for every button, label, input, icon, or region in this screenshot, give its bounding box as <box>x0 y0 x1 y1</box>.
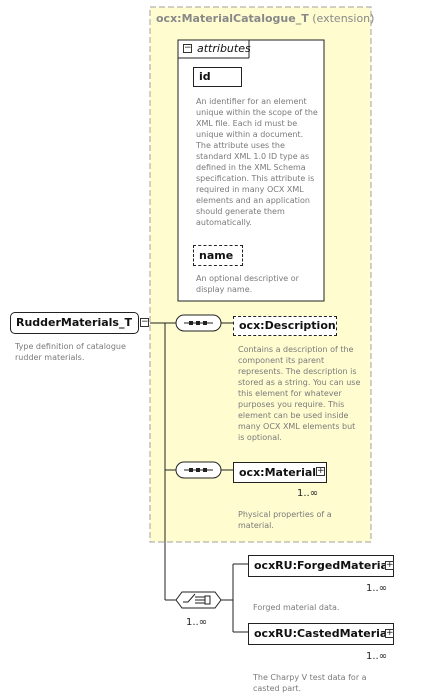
casted-multiplicity: 1..∞ <box>366 651 388 662</box>
element-material-text: Physical properties of a material. <box>238 510 332 530</box>
extension-label: (extension) <box>312 12 375 25</box>
element-casted-text: The Charpy V test data for a casted part… <box>253 673 367 693</box>
collapse-icon[interactable]: − <box>183 43 192 53</box>
collapse-icon[interactable]: − <box>140 317 149 327</box>
root-element[interactable]: RudderMaterials_T <box>10 312 139 334</box>
extension-type-name: ocx:MaterialCatalogue_T <box>156 12 309 25</box>
extension-header: ocx:MaterialCatalogue_T (extension) <box>156 12 374 25</box>
element-description-text: Contains a description of the component … <box>238 345 361 442</box>
material-multiplicity: 1..∞ <box>297 488 319 499</box>
expand-icon[interactable]: + <box>316 466 325 476</box>
attribute-id-description: An identifier for an element unique with… <box>196 97 318 227</box>
expand-icon[interactable]: + <box>385 628 394 638</box>
element-material[interactable]: ocx:Material <box>233 462 327 483</box>
attributes-label: attributes <box>197 42 251 55</box>
attribute-id[interactable]: id <box>193 67 242 87</box>
element-forged-material[interactable]: ocxRU:ForgedMaterial <box>248 555 394 577</box>
choice-multiplicity: 1..∞ <box>186 617 208 628</box>
element-forged-text: Forged material data. <box>253 603 340 612</box>
sequence-compositor-icon <box>175 461 222 479</box>
root-description: Type definition of catalogue rudder mate… <box>15 342 126 362</box>
expand-icon[interactable]: + <box>385 560 394 570</box>
attribute-name-description: An optional descriptive or display name. <box>196 274 299 294</box>
element-description[interactable]: ocx:Description <box>233 316 337 336</box>
choice-compositor-icon <box>175 591 222 609</box>
element-casted-material[interactable]: ocxRU:CastedMaterial <box>248 623 394 645</box>
sequence-compositor-icon <box>175 314 222 332</box>
forged-multiplicity: 1..∞ <box>366 583 388 594</box>
attribute-name[interactable]: name <box>193 245 243 266</box>
